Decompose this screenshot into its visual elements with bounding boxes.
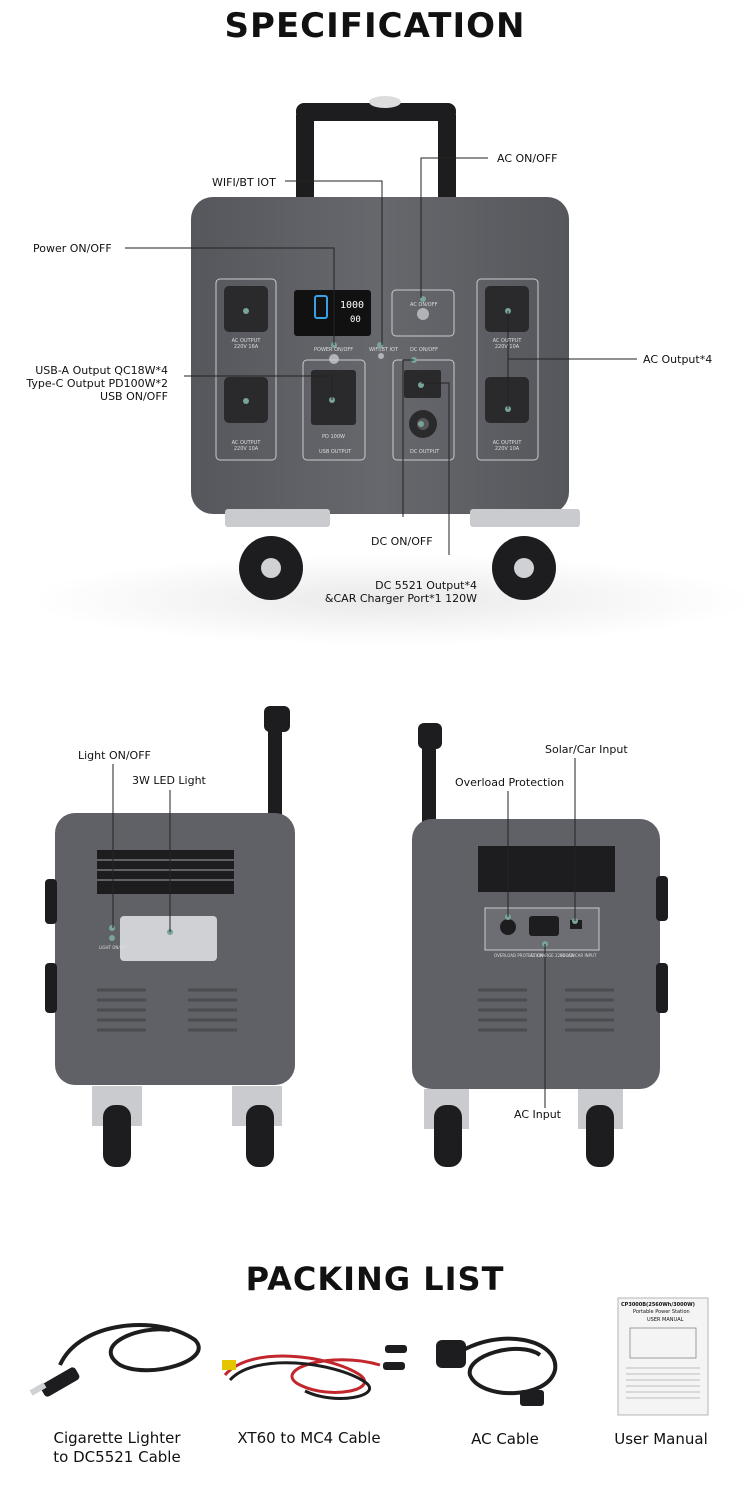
telescopic-handle [296,96,456,200]
manual-product: Portable Power Station [633,1309,690,1315]
callout-ac-output: AC Output*4 [643,353,713,366]
specification-title: SPECIFICATION [224,6,526,46]
wifi-indicator [378,353,384,359]
packing-item-xt60-mc4-cable: XT60 to MC4 Cable [237,1429,381,1447]
cigarette-lighter-cable-image [29,1323,201,1397]
usb-panel [302,359,366,461]
left-socket-panel [215,278,277,461]
packing-item-ac-cable: AC Cable [471,1430,539,1448]
callout-solar-car-input: Solar/Car Input [545,743,628,756]
callout-power-onoff: Power ON/OFF [33,242,112,255]
callout-usb-output: USB-A Output QC18W*4 Type-C Output PD100… [26,364,168,403]
callout-wifi-bt-iot: WIFI/BT IOT [212,176,276,189]
power-button [329,354,339,364]
panel-solar-input: SOLAR/CAR INPUT [560,953,597,958]
front-wheels [225,509,580,600]
packing-item-cigarette-lighter-cable: Cigarette Lighter to DC5521 Cable [53,1429,181,1466]
panel-wifi-bt: WIFI/BT IOT [369,347,398,353]
right-socket-panel [476,278,539,461]
left-side-unit [45,706,295,1167]
callout-light-onoff: Light ON/OFF [78,749,151,762]
panel-overload: OVERLOAD PROTECTION [494,953,544,958]
panel-pd100w: PD 100W [322,434,345,440]
lcd-display [294,290,371,336]
callout-ac-onoff: AC ON/OFF [497,152,558,165]
panel-usb-output: USB OUTPUT [319,449,352,455]
callout-dc5521-output: DC 5521 Output*4 &CAR Charger Port*1 120… [324,579,477,605]
ac-cable-image [436,1336,558,1406]
packing-item-user-manual: User Manual [614,1430,708,1448]
panel-ac-onoff: AC ON/OFF [410,302,438,308]
manual-model: CP3000B(2560Wh/3000W) [621,1302,695,1308]
front-callout-dots [243,296,511,427]
packing-list-title: PACKING LIST [245,1260,505,1298]
front-callout-lines [125,157,637,555]
ac-socket-4 [485,377,529,423]
user-manual-image [617,1297,709,1416]
panel-dc-onoff: DC ON/OFF [410,347,438,353]
ac-switch-panel [391,289,455,337]
callout-overload-protection: Overload Protection [455,776,565,789]
display-main-reading: 1000 [340,300,365,311]
panel-dc-output: DC OUTPUT [410,449,440,455]
floor-shadow [30,555,750,645]
callout-dc-onoff: DC ON/OFF [371,535,433,548]
manual-heading: USER MANUAL [647,1317,684,1323]
panel-light-onoff: LIGHT ON/OFF [99,945,128,950]
panel-ac-charge: AC CHARGE 220V 10A [530,953,575,958]
display-sub-reading: 00 [350,315,361,325]
right-side-unit [412,723,668,1167]
dc-panel [392,359,455,461]
xt60-mc4-cable-image [222,1345,407,1400]
callout-led-light: 3W LED Light [132,774,206,787]
side-callout-lines [112,758,576,1108]
callout-ac-input: AC Input [514,1108,561,1121]
panel-power-onoff: POWER ON/OFF [314,347,354,353]
